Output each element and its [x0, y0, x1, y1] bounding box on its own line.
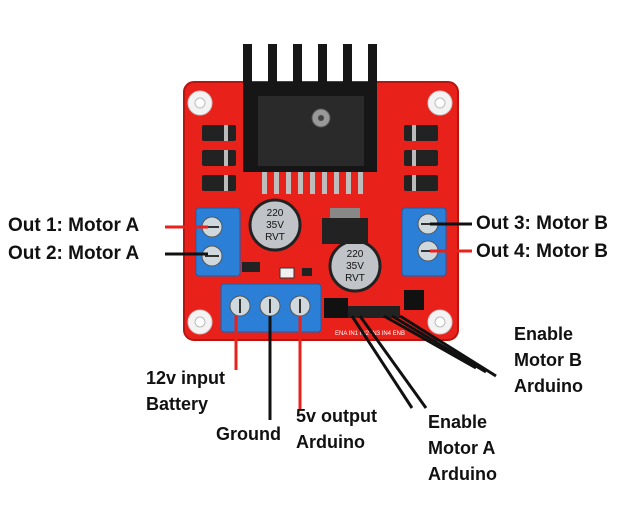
chip-legs	[262, 172, 363, 194]
terminal-bottom	[220, 283, 322, 333]
label-enb-line2: Motor B	[514, 350, 582, 370]
label-out2: Out 2: Motor A	[8, 243, 140, 264]
svg-text:220: 220	[267, 208, 284, 219]
label-enb-line1: Enable	[514, 324, 574, 344]
label-ena-line1: Enable	[428, 412, 488, 432]
label-5v-line1: 5v output	[296, 406, 377, 426]
wire-ena-2	[358, 315, 428, 409]
label-out3: Out 3: Motor B	[476, 213, 608, 234]
wire-enb-3	[399, 314, 497, 378]
heatsink	[243, 44, 377, 172]
label-out4: Out 4: Motor B	[476, 241, 608, 262]
wire-enb-2	[391, 314, 487, 374]
diodes-right	[404, 125, 438, 191]
wire-enb-1	[383, 314, 477, 370]
jumper-enb	[404, 290, 424, 310]
svg-text:220: 220	[347, 249, 364, 260]
wire-ena-1	[350, 315, 414, 409]
pin-header: ENA IN1 IN2 IN3 IN4 ENB	[324, 298, 405, 337]
label-out1: Out 1: Motor A	[8, 215, 140, 236]
terminal-left	[195, 207, 241, 277]
label-enb-line3: Arduino	[514, 376, 583, 396]
svg-text:RVT: RVT	[345, 273, 365, 284]
label-battery-line1: 12v input	[146, 368, 226, 388]
label-battery-line2: Battery	[146, 394, 209, 414]
label-ena-line3: Arduino	[428, 464, 497, 484]
diodes-left	[202, 125, 236, 191]
capacitor-2: 220 35V RVT	[328, 239, 382, 293]
voltage-regulator	[322, 208, 368, 244]
svg-text:35V: 35V	[266, 220, 284, 231]
mounting-holes	[187, 90, 453, 335]
label-ena-line2: Motor A	[428, 438, 496, 458]
svg-text:RVT: RVT	[265, 232, 285, 243]
terminal-right	[401, 207, 447, 277]
smd-components	[242, 262, 312, 279]
label-5v-line2: Arduino	[296, 432, 365, 452]
label-ground: Ground	[216, 424, 281, 444]
svg-text:35V: 35V	[346, 261, 364, 272]
svg-text:ENA IN1 IN2 IN3 IN4 ENB: ENA IN1 IN2 IN3 IN4 ENB	[335, 331, 405, 337]
capacitor-1: 220 35V RVT	[248, 198, 302, 252]
pointer-wires	[165, 222, 497, 420]
